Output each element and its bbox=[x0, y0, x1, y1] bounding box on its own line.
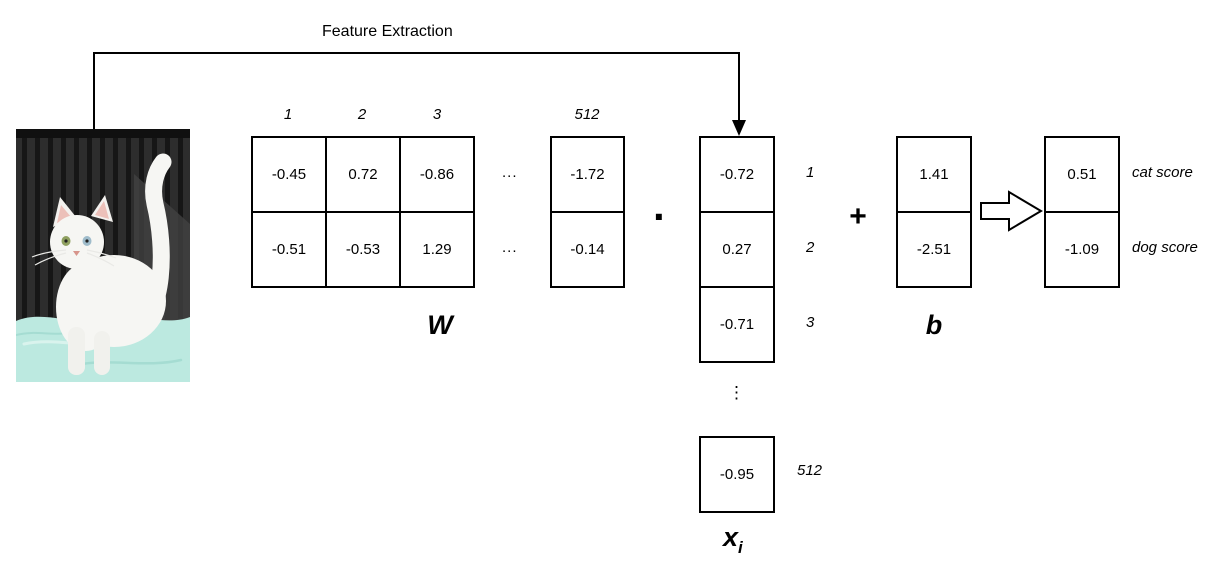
x-vector-last: -0.95 bbox=[699, 436, 775, 513]
w-col-header-3: 3 bbox=[432, 106, 442, 123]
w-cell-r1c2: 0.72 bbox=[325, 136, 401, 213]
cat-body bbox=[56, 255, 166, 375]
w-cell-r2c512: -0.14 bbox=[550, 211, 625, 288]
w-cell-r2c2: -0.53 bbox=[325, 211, 401, 288]
score-cell-dog: -1.09 bbox=[1044, 211, 1120, 288]
x-cell-1: -0.72 bbox=[699, 136, 775, 213]
w-matrix-row: -0.51 -0.53 1.29 bbox=[251, 211, 475, 288]
arrowhead-down-icon bbox=[732, 120, 746, 136]
feature-extraction-connector bbox=[93, 52, 740, 129]
x-vector: -0.72 0.27 -0.71 bbox=[699, 136, 775, 363]
w-matrix-row: -0.45 0.72 -0.86 bbox=[251, 136, 475, 213]
w-col-header-512: 512 bbox=[574, 106, 600, 123]
w-cell-r2c3: 1.29 bbox=[399, 211, 475, 288]
w-row2-ellipsis: ... bbox=[502, 239, 518, 256]
score-cell-cat: 0.51 bbox=[1044, 136, 1120, 213]
w-cell-r1c1: -0.45 bbox=[251, 136, 327, 213]
x-vector-label-subscript: i bbox=[738, 538, 743, 557]
x-vector-label-base: x bbox=[723, 522, 739, 552]
b-cell-2: -2.51 bbox=[896, 211, 972, 288]
x-cell-3: -0.71 bbox=[699, 286, 775, 363]
w-cell-r1c512: -1.72 bbox=[550, 136, 625, 213]
w-cell-r2c1: -0.51 bbox=[251, 211, 327, 288]
b-cell-1: 1.41 bbox=[896, 136, 972, 213]
cage-top-bar bbox=[16, 129, 190, 138]
w-matrix-col512: -1.72 -0.14 bbox=[550, 136, 625, 288]
right-block-arrow-icon bbox=[980, 190, 1043, 232]
cat-illustration bbox=[15, 129, 190, 382]
x-row-label-2: 2 bbox=[806, 239, 815, 256]
w-col-header-1: 1 bbox=[283, 106, 293, 123]
w-row1-ellipsis: ... bbox=[502, 164, 518, 181]
dot-product-operator: · bbox=[653, 193, 667, 240]
x-cell-512: -0.95 bbox=[699, 436, 775, 513]
w-matrix: -0.45 0.72 -0.86 -0.51 -0.53 1.29 bbox=[251, 136, 475, 288]
feature-extraction-label: Feature Extraction bbox=[322, 23, 453, 40]
x-row-label-512: 512 bbox=[797, 462, 823, 479]
cat-head bbox=[31, 195, 117, 269]
x-vector-ellipsis: ⋮ bbox=[728, 383, 745, 402]
x-cell-2: 0.27 bbox=[699, 211, 775, 288]
b-vector: 1.41 -2.51 bbox=[896, 136, 972, 288]
score-vector: 0.51 -1.09 bbox=[1044, 136, 1120, 288]
b-vector-label: b bbox=[925, 310, 943, 340]
plus-operator: + bbox=[849, 200, 867, 233]
w-cell-r1c3: -0.86 bbox=[399, 136, 475, 213]
w-matrix-label: W bbox=[427, 310, 453, 340]
cat-score-label: cat score bbox=[1132, 164, 1193, 181]
x-row-label-3: 3 bbox=[806, 314, 815, 331]
cat-image bbox=[15, 129, 190, 382]
dog-score-label: dog score bbox=[1132, 239, 1198, 256]
x-vector-label: xi bbox=[723, 522, 743, 558]
x-row-label-1: 1 bbox=[806, 164, 815, 181]
w-col-header-2: 2 bbox=[357, 106, 367, 123]
cat-whiskers bbox=[31, 249, 117, 267]
